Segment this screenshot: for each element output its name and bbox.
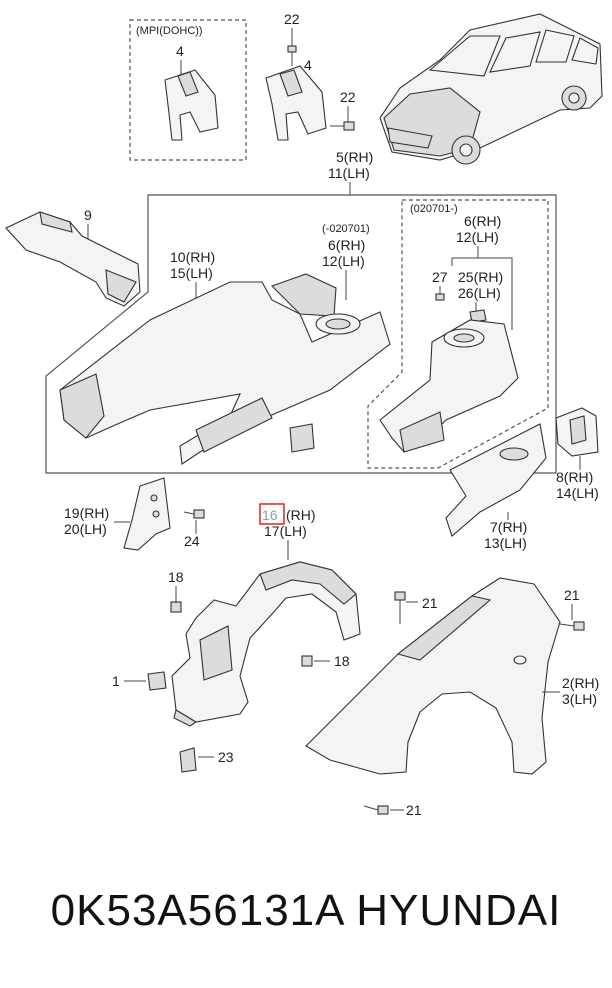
callout-5: 5(RH) [336,149,373,165]
note-before-020701: (-020701) [322,223,370,235]
bracket-19 [123,477,171,551]
callout-18b: 18 [334,653,350,669]
callout-16: 16 [262,507,278,523]
front-side-member [59,273,391,465]
note-after-020701: (020701-) [410,203,458,215]
callout-4b: 4 [304,57,312,73]
callout-27: 27 [432,269,448,285]
callout-21b: 21 [564,587,580,603]
bracket-4-mpi [164,69,219,141]
callout-16-side: (RH) [286,507,316,523]
callout-15: 15(LH) [170,265,213,281]
callout-7: 7(RH) [490,519,527,535]
bolt-22a [287,45,297,66]
inner-fender-liner [171,561,361,727]
part-number-caption: 0K53A56131A HYUNDAI [50,886,562,935]
callout-21c: 21 [406,802,422,818]
assembly-frame [45,194,557,474]
part-7 [445,423,547,537]
bolt-24 [183,509,205,519]
part-8 [555,407,599,457]
bolt-27 [435,293,445,301]
callout-19: 19(RH) [64,505,109,521]
callout-4a: 4 [176,43,184,59]
bracket-4 [265,65,327,141]
callout-17: 17(LH) [264,523,307,539]
callout-6b: 6(RH) [464,213,501,229]
clip-25 [469,309,487,323]
callout-22a: 22 [284,11,300,27]
front-fender [305,577,561,775]
bolt-21b [559,621,585,631]
callout-21a: 21 [422,595,438,611]
after-020701-box [367,199,549,469]
callout-10: 10(RH) [170,249,215,265]
callout-20: 20(LH) [64,521,107,537]
callout-1: 1 [112,673,120,689]
callout-8: 8(RH) [556,469,593,485]
callout-18a: 18 [168,569,184,585]
vehicle-illustration [379,13,603,165]
callout-22b: 22 [340,89,356,105]
callout-9: 9 [84,207,92,223]
part-9 [5,211,141,307]
callout-23: 23 [218,749,234,765]
callout-2: 2(RH) [562,675,599,691]
callout-13: 13(LH) [484,535,527,551]
callout-6a: 6(RH) [328,237,365,253]
bolt-18a [170,601,182,613]
callout-14: 14(LH) [556,485,599,501]
bolt-18b [301,655,313,667]
highlight-16-box [259,503,285,525]
callout-24: 24 [184,533,200,549]
bolt-22b [330,121,355,131]
bolt-21a [394,591,406,624]
bolt-21c [363,805,389,815]
mpi-dohc-box [129,19,247,161]
callout-25: 25(RH) [458,269,503,285]
mpi-dohc-note: (MPI(DOHC)) [136,25,203,37]
callout-12b: 12(LH) [456,229,499,245]
callout-12a: 12(LH) [322,253,365,269]
callout-3: 3(LH) [562,691,597,707]
front-side-member-new [379,319,519,453]
clip-1 [147,671,167,691]
clip-23 [179,747,197,773]
callout-26: 26(LH) [458,285,501,301]
callout-11: 11(LH) [328,165,370,181]
